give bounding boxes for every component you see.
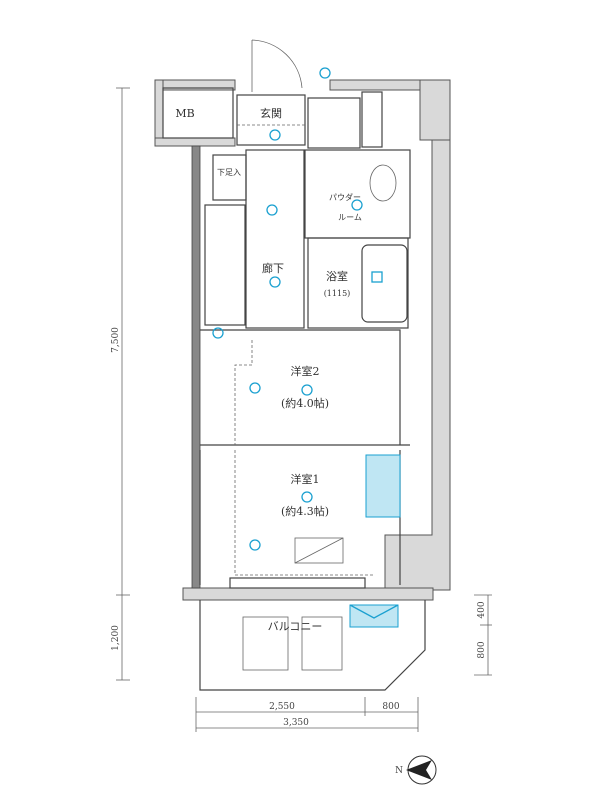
equipment-markers [212,67,397,551]
dim-width-a: 2,550 [269,702,295,712]
compass-label: N [395,766,403,776]
structure-walls [154,79,451,601]
north-compass-icon [406,755,437,785]
room-label-hallway: 廊下 [262,261,284,275]
room-outlines [162,87,426,691]
dim-balcony-a: 400 [477,601,487,618]
dimension-lines [116,87,492,732]
insulated-wall [191,145,201,589]
room-label-western-room-2-size: (約4.0帖) [281,396,329,410]
dim-balcony-b: 800 [477,641,487,658]
room-label-powder-room-2: ルーム [338,213,362,222]
room-label-entrance: 玄関 [260,106,282,120]
room-label-western-room-1-size: (約4.3帖) [281,504,329,518]
room-label-powder-room: パウダー [329,192,361,202]
room-label-mb: MB [175,107,194,120]
dim-depth-balcony: 1,200 [111,625,121,651]
room-label-western-room-1: 洋室1 [291,472,320,486]
room-label-bathroom-size: (1115) [324,289,351,298]
dim-width-b: 800 [382,702,399,712]
room-label-shoe-storage: 下足入 [217,168,241,177]
entry-door [251,39,303,92]
dim-width-total: 3,350 [283,718,309,728]
room-label-balcony: バルコニー [268,620,323,633]
room-label-bathroom: 浴室 [326,269,348,283]
dim-depth-main: 7,500 [111,327,121,353]
room-label-western-room-2: 洋室2 [291,364,320,378]
closet [365,454,401,518]
